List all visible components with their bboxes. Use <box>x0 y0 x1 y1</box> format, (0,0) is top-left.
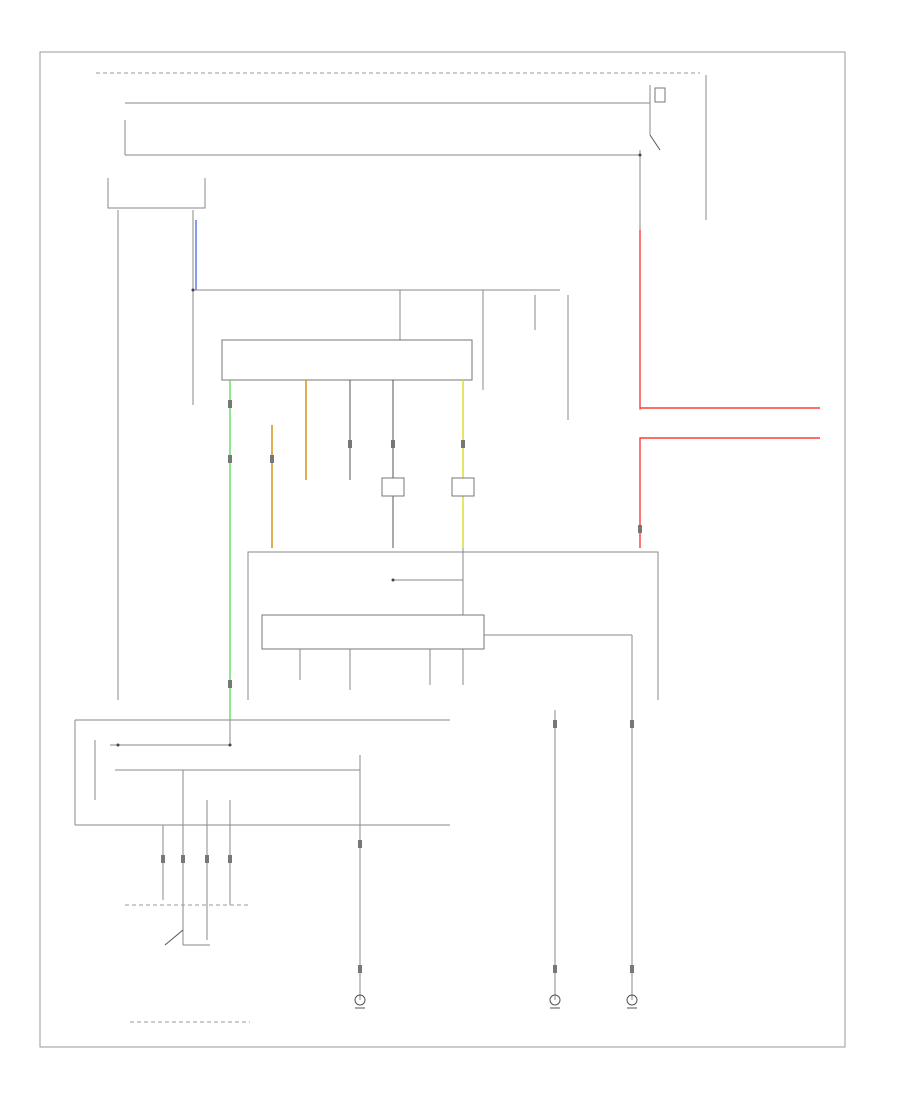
connector-pins <box>161 400 642 973</box>
ground-left <box>354 994 366 1009</box>
ground-center <box>549 994 561 1009</box>
red-wire-upper <box>639 230 820 409</box>
upper-ecm-connector <box>221 339 473 381</box>
lower-left-module <box>74 719 450 1000</box>
bottom-switch <box>125 770 250 1023</box>
inner-control-block <box>261 614 633 1000</box>
top-right-fuse-box <box>638 75 707 410</box>
red-wire-group <box>639 230 820 548</box>
left-ignition-switch <box>107 178 206 700</box>
mid-bus <box>191 288 569 420</box>
diagram-frame <box>39 51 846 1048</box>
connector-wires <box>229 380 464 720</box>
ground-right <box>626 994 638 1009</box>
inline-relay-right <box>451 477 475 497</box>
top-bus <box>124 102 650 156</box>
red-wire-lower <box>639 437 820 548</box>
inline-relay-left <box>381 477 405 497</box>
